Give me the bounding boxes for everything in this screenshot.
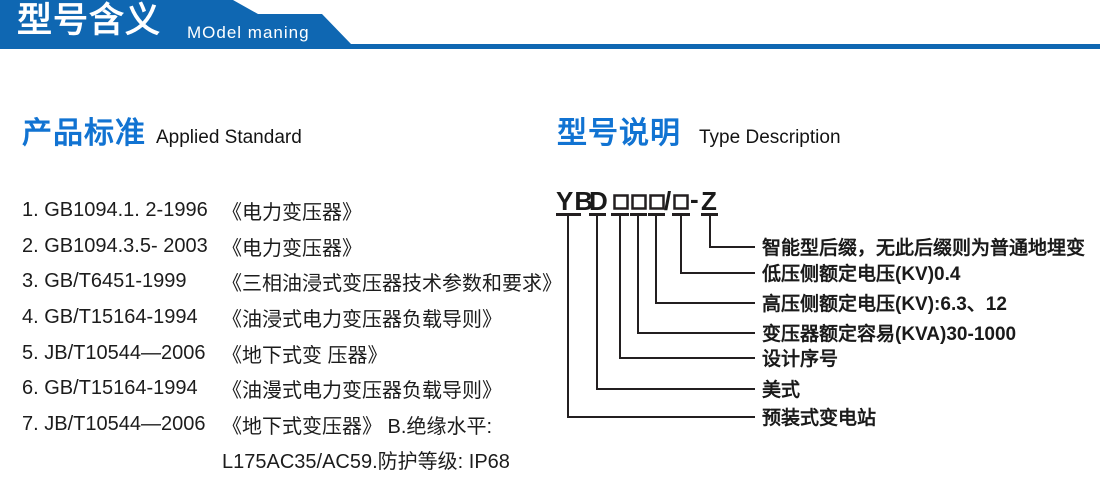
underline-prefix (556, 213, 581, 216)
standard-title: 《油浸式电力变压器负载导则》 (222, 309, 502, 332)
page-title: 型号含义 (17, 1, 162, 40)
connector-box-4 (680, 216, 755, 274)
connector-type-d (596, 216, 755, 390)
standard-title: 《电力变压器》 (222, 202, 362, 225)
standard-item-2: 2. GB1094.3.5- 2003 《电力变压器》 (22, 229, 562, 265)
diagram-label-prefab-substation: 预装式变电站 (762, 406, 876, 429)
diagram-label-smart-suffix: 智能型后缀，无此后缀则为普通地埋变 (762, 236, 1085, 259)
standard-code: 7. JB/T10544—2006 (22, 412, 206, 435)
underline-box-3 (648, 213, 665, 216)
placeholder-box-3 (649, 194, 665, 210)
applied-standard-heading: 产品标准 Applied Standard (22, 108, 302, 152)
diagram-label-lv-voltage: 低压侧额定电压(KV)0.4 (761, 262, 961, 285)
header-banner: 型号含义 MOdel maning (0, 0, 1100, 49)
standard-title: 《三相油浸式变压器技术参数和要求》 (222, 273, 562, 296)
connector-prefix-yb (567, 216, 755, 418)
connector-box-1 (619, 216, 755, 359)
model-naming-diagram: YB D / - Z 智能型后缀，无此后缀则为普通地埋变 低压侧额定电压(KV)… (556, 184, 1085, 429)
underline-box-2 (630, 213, 647, 216)
model-code-slash: / (664, 186, 672, 216)
standard-item-5: 5. JB/T10544—2006 《地下式变 压器》 (22, 335, 562, 371)
standards-list: 1. GB1094.1. 2-1996 《电力变压器》 2. GB1094.3.… (22, 193, 562, 478)
placeholder-box-2 (631, 194, 647, 210)
underline-type (589, 213, 606, 216)
standard-code: 4. GB/T15164-1994 (22, 306, 198, 329)
type-description-heading-en: Type Description (699, 127, 841, 148)
diagram-label-rated-capacity: 变压器额定容易(KVA)30-1000 (762, 322, 1016, 345)
standard-item-7-continued: L175AC35/AC59.防护等级: IP68 (22, 442, 562, 478)
connector-suffix-z (709, 216, 755, 248)
underline-suffix (701, 213, 718, 216)
standard-item-7: 7. JB/T10544—2006 《地下式变压器》 B.绝缘水平: (22, 407, 562, 443)
model-code-suffix: Z (701, 186, 718, 216)
standard-item-6: 6. GB/T15164-1994 《油漫式电力变压器负载导则》 (22, 371, 562, 407)
standard-item-3: 3. GB/T6451-1999 《三相油浸式变压器技术参数和要求》 (22, 264, 562, 300)
standard-title: 《电力变压器》 (222, 237, 362, 260)
underline-box-4 (672, 213, 690, 216)
standard-title: 《地下式变压器》 B.绝缘水平: (222, 415, 493, 438)
standard-title: 《油漫式电力变压器负载导则》 (222, 380, 502, 403)
underline-box-1 (611, 213, 629, 216)
model-code-dash: - (690, 184, 700, 214)
standard-code: 5. JB/T10544—2006 (22, 341, 206, 364)
connector-box-2 (637, 216, 755, 334)
standard-code: 6. GB/T15164-1994 (22, 377, 198, 400)
applied-standard-heading-en: Applied Standard (156, 127, 302, 148)
standard-code: 3. GB/T6451-1999 (22, 270, 187, 293)
placeholder-box-4 (673, 194, 689, 210)
standard-code: 2. GB1094.3.5- 2003 (22, 234, 208, 257)
diagram-label-american-style: 美式 (762, 378, 800, 401)
type-description-heading: 型号说明 Type Description (557, 108, 841, 152)
standard-item-1: 1. GB1094.1. 2-1996 《电力变压器》 (22, 193, 562, 229)
diagram-label-design-serial: 设计序号 (762, 347, 838, 370)
standard-title: 《地下式变 压器》 (222, 344, 388, 367)
page-subtitle: MOdel maning (187, 23, 310, 42)
applied-standard-heading-zh: 产品标准 (22, 117, 146, 150)
standard-item-4: 4. GB/T15164-1994 《油浸式电力变压器负载导则》 (22, 300, 562, 336)
standard-code: 1. GB1094.1. 2-1996 (22, 199, 208, 222)
model-code-type: D (589, 186, 609, 216)
type-description-heading-zh: 型号说明 (557, 117, 681, 150)
connector-box-3 (655, 216, 755, 304)
standard-title: L175AC35/AC59.防护等级: IP68 (222, 451, 510, 474)
diagram-label-hv-voltage: 高压侧额定电压(KV):6.3、12 (762, 292, 1007, 315)
placeholder-box-1 (613, 194, 629, 210)
model-code-prefix: YB (556, 186, 594, 216)
